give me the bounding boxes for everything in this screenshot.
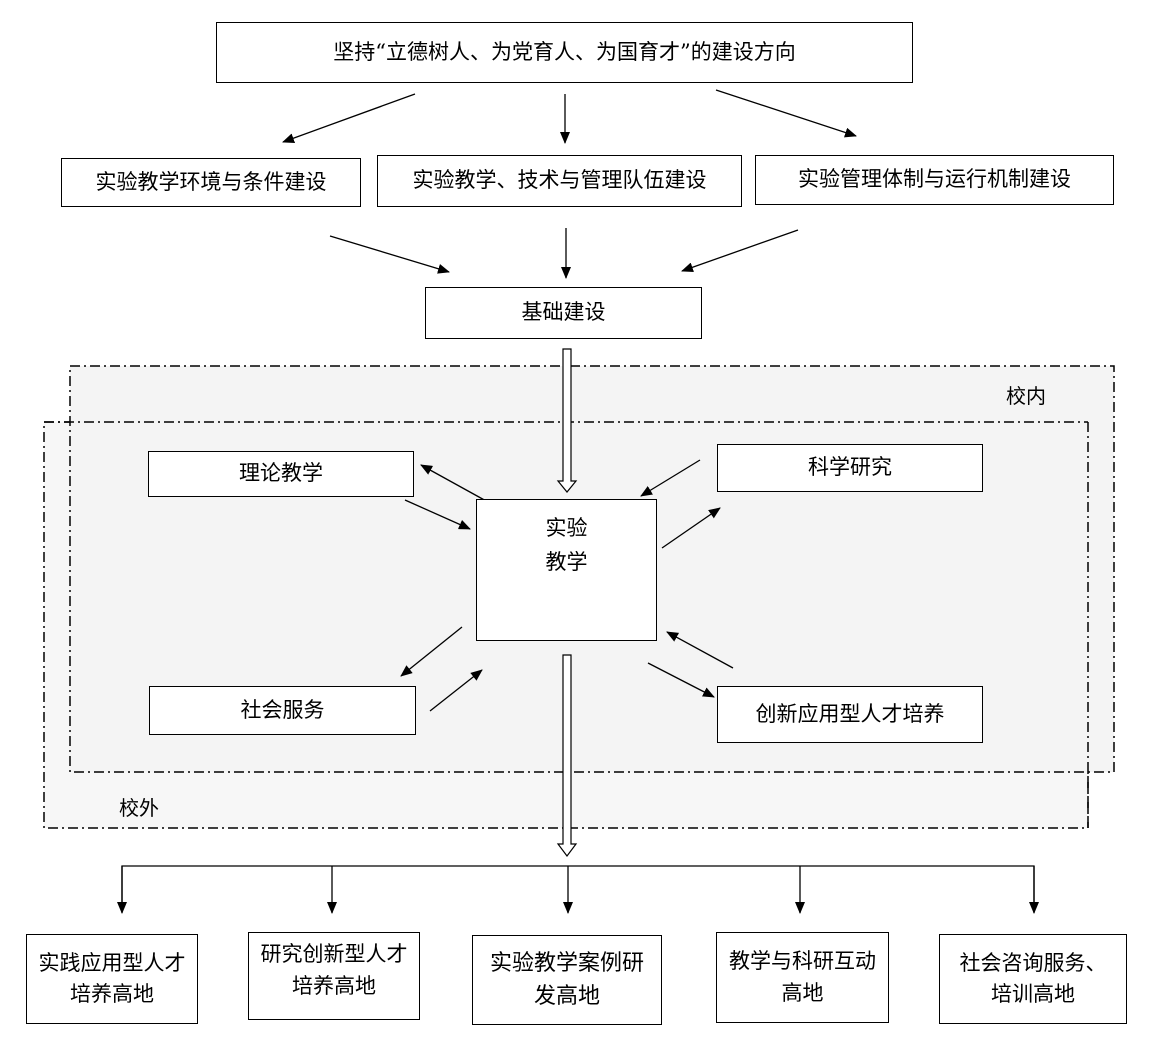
- mechanism-construction-box: 实验管理体制与运行机制建设: [755, 155, 1114, 205]
- arrow-center-to-theory: [420, 464, 489, 503]
- arrow-center-to-innovation: [647, 662, 715, 698]
- outside-region-label: 校外: [119, 796, 159, 820]
- output-box-consulting: 社会咨询服务、培训高地: [939, 934, 1127, 1024]
- arrow-l2-left: [329, 235, 450, 274]
- arrow-top-right: [715, 89, 857, 138]
- foundation-box: 基础建设: [425, 287, 702, 339]
- environment-construction-box: 实验教学环境与条件建设: [61, 158, 361, 207]
- inside-region-label: 校内: [1006, 384, 1046, 408]
- output-box-practice: 实践应用型人才培养高地: [26, 934, 198, 1024]
- theory-teaching-box: 理论教学: [148, 451, 414, 497]
- social-service-box: 社会服务: [149, 686, 416, 735]
- output-bus: [121, 865, 1035, 903]
- arrow-l2-right: [681, 229, 799, 273]
- arrow-theory-to-center: [404, 499, 471, 530]
- arrow-center-to-research: [661, 507, 721, 549]
- top-direction-text: 坚持“立德树人、为党育人、为国育才”的建设方向: [333, 39, 796, 64]
- arrow-service-to-center: [429, 669, 483, 712]
- output-box-interaction: 教学与科研互动高地: [716, 932, 889, 1023]
- experimental-teaching-box: 实验 教学: [476, 499, 657, 641]
- hollow-arrow-foundation-to-center: [556, 348, 578, 493]
- output-box-research: 研究创新型人才培养高地: [248, 932, 420, 1020]
- top-direction-box: 坚持“立德树人、为党育人、为国育才”的建设方向: [216, 22, 913, 83]
- scientific-research-box: 科学研究: [717, 444, 983, 492]
- innovation-talent-box: 创新应用型人才培养: [717, 686, 983, 743]
- arrow-innovation-to-center: [666, 631, 734, 669]
- hollow-arrow-center-to-outputs: [556, 654, 578, 857]
- arrow-research-to-center: [640, 459, 701, 497]
- output-box-case: 实验教学案例研发高地: [472, 935, 662, 1025]
- arrow-top-left: [282, 93, 416, 143]
- team-construction-box: 实验教学、技术与管理队伍建设: [377, 155, 742, 207]
- arrow-center-to-service: [400, 626, 463, 677]
